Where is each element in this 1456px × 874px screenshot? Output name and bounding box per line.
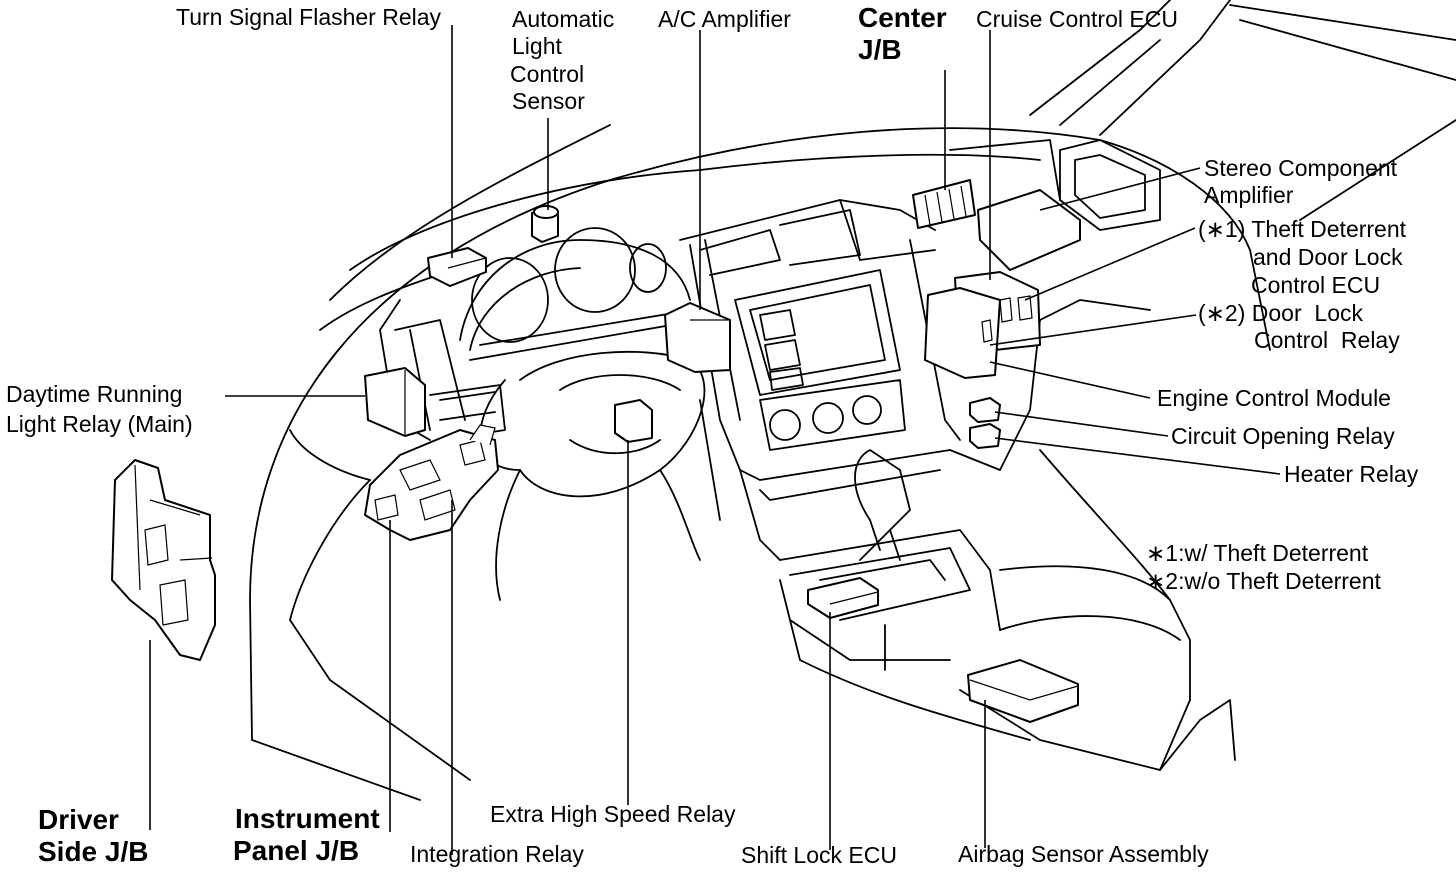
daytime-running-relay-label-1: Daytime Running [6, 381, 183, 407]
stereo-amplifier-label-1: Stereo Component [1204, 155, 1398, 181]
extra-high-speed-relay-label: Extra High Speed Relay [490, 801, 736, 827]
engine-control-module-part [924, 287, 1001, 379]
light-control-sensor-label-2: Light [512, 33, 562, 59]
instrument-panel-jb-label-1: Instrument [235, 803, 380, 834]
heater-relay-label: Heater Relay [1284, 461, 1419, 487]
light-control-sensor-label-4: Sensor [512, 88, 585, 114]
instrument-panel-jb-label-2: Panel J/B [233, 835, 360, 866]
instrument-panel-jb-part [364, 424, 499, 541]
circuit-opening-relay-part [969, 397, 1001, 423]
light-control-sensor-label-3: Control [510, 61, 585, 87]
turn-signal-flasher-relay-part [427, 247, 487, 287]
stereo-amplifier-label-2: Amplifier [1204, 182, 1294, 208]
shift-lock-ecu-label: Shift Lock ECU [741, 842, 897, 868]
leader-lines [149, 25, 1281, 855]
center-jb-part [912, 179, 976, 229]
shift-lock-ecu-part [807, 577, 879, 619]
light-control-sensor-label-1: Automatic [512, 6, 615, 32]
door-lock-relay-label-1: (∗2) Door Lock [1198, 300, 1363, 326]
theft-ecu-label-3: Control ECU [1251, 272, 1381, 298]
light-control-sensor-part [531, 205, 559, 243]
door-lock-relay-label-2: Control Relay [1254, 327, 1400, 353]
cruise-control-ecu-label: Cruise Control ECU [976, 6, 1178, 32]
airbag-sensor-part [967, 659, 1079, 723]
integration-relay-label: Integration Relay [410, 841, 584, 867]
center-jb-label-2: J/B [858, 34, 902, 65]
driver-side-jb-part [111, 459, 216, 661]
ac-amplifier-label: A/C Amplifier [658, 6, 791, 32]
windshield-outline [1029, 0, 1456, 221]
engine-control-module-label: Engine Control Module [1157, 385, 1391, 411]
heater-relay-part [969, 423, 1001, 449]
driver-side-jb-label-2: Side J/B [38, 836, 149, 867]
stereo-amplifier-part [977, 189, 1081, 271]
center-jb-label-1: Center [858, 2, 947, 33]
driver-side-jb-label-1: Driver [38, 804, 119, 835]
footnote-1: ∗1:w/ Theft Deterrent [1146, 540, 1369, 566]
daytime-running-relay-label-2: Light Relay (Main) [6, 411, 193, 437]
extra-high-speed-relay-part [614, 399, 653, 443]
theft-ecu-label-1: (∗1) Theft Deterrent [1198, 216, 1407, 242]
dashboard-shell [249, 124, 1271, 801]
circuit-opening-relay-label: Circuit Opening Relay [1171, 423, 1395, 449]
turn-signal-flasher-relay-label: Turn Signal Flasher Relay [176, 4, 442, 30]
theft-ecu-label-2: and Door Lock [1253, 244, 1403, 270]
daytime-running-light-relay-part [364, 367, 426, 437]
footnote-2: ∗2:w/o Theft Deterrent [1146, 568, 1381, 594]
ac-amplifier-part [664, 302, 731, 373]
airbag-sensor-label: Airbag Sensor Assembly [958, 841, 1209, 867]
